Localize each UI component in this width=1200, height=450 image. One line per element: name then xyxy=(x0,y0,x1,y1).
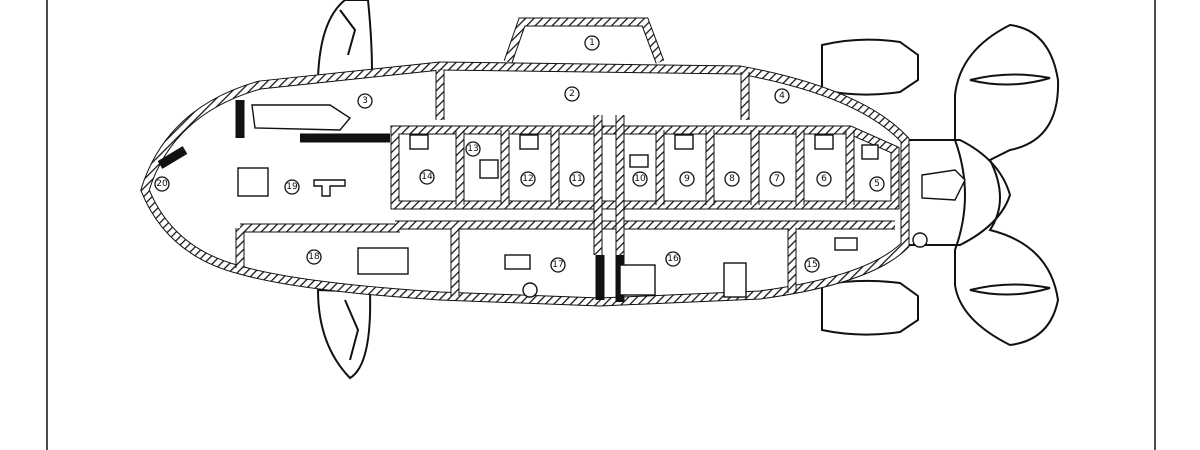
svg-text:1: 1 xyxy=(589,38,595,48)
svg-text:5: 5 xyxy=(874,179,880,189)
room-label-11: 11 xyxy=(569,171,585,187)
svg-text:18: 18 xyxy=(308,252,320,262)
svg-text:15: 15 xyxy=(806,260,817,270)
svg-text:2: 2 xyxy=(569,89,575,99)
room-label-3: 3 xyxy=(357,93,373,109)
room-label-10: 10 xyxy=(632,171,648,187)
room-label-5: 5 xyxy=(869,176,885,192)
hull xyxy=(140,61,910,307)
svg-text:7: 7 xyxy=(774,174,780,184)
furniture xyxy=(237,104,879,298)
svg-text:13: 13 xyxy=(467,144,478,154)
svg-text:19: 19 xyxy=(286,182,298,192)
room-label-16: 16 xyxy=(665,251,681,267)
interior-walls xyxy=(157,70,900,302)
room-label-7: 7 xyxy=(769,171,785,187)
room-label-17: 17 xyxy=(550,257,566,273)
room-label-20: 20 xyxy=(154,176,170,192)
svg-text:12: 12 xyxy=(522,174,533,184)
svg-text:4: 4 xyxy=(779,91,785,101)
svg-text:10: 10 xyxy=(634,174,646,184)
room-label-2: 2 xyxy=(564,86,580,102)
room-label-1: 1 xyxy=(584,35,600,51)
room-label-18: 18 xyxy=(306,249,322,265)
top-cabin-wall xyxy=(503,17,665,64)
bottom-fin xyxy=(316,288,372,380)
room-label-6: 6 xyxy=(816,171,832,187)
svg-text:14: 14 xyxy=(421,172,433,182)
svg-text:8: 8 xyxy=(729,174,735,184)
top-fin xyxy=(316,0,374,80)
svg-text:9: 9 xyxy=(684,174,690,184)
room-label-15: 15 xyxy=(804,257,820,273)
svg-text:11: 11 xyxy=(571,174,582,184)
svg-text:16: 16 xyxy=(667,254,679,264)
room-label-19: 19 xyxy=(284,179,300,195)
room-label-9: 9 xyxy=(679,171,695,187)
room-label-12: 12 xyxy=(520,171,536,187)
svg-text:3: 3 xyxy=(362,96,368,106)
room-label-8: 8 xyxy=(724,171,740,187)
svg-text:17: 17 xyxy=(552,260,563,270)
room-label-4: 4 xyxy=(774,88,790,104)
svg-text:20: 20 xyxy=(156,179,168,189)
tail-assembly xyxy=(821,23,1060,347)
svg-text:6: 6 xyxy=(821,174,827,184)
room-label-14: 14 xyxy=(419,169,435,185)
room-label-13: 13 xyxy=(465,141,481,157)
